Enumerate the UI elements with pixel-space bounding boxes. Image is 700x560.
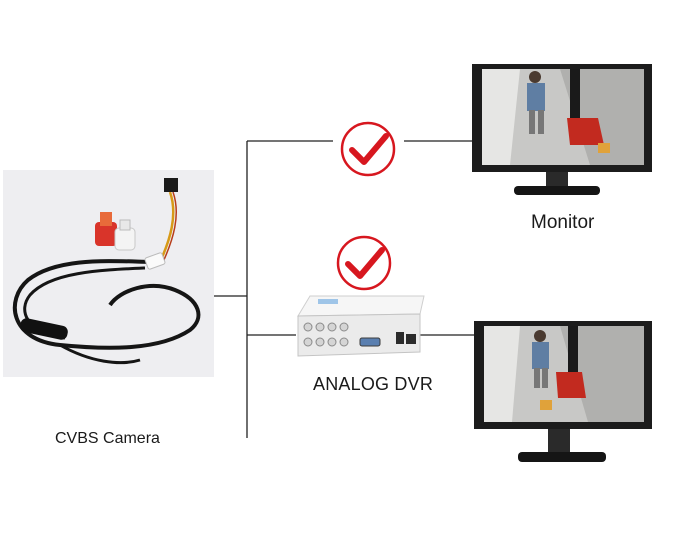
camera-label: CVBS Camera: [55, 430, 160, 447]
connection-lines: [214, 140, 474, 438]
dvr-device: [297, 295, 425, 357]
monitor-label: Monitor: [531, 212, 595, 233]
dvr-label: ANALOG DVR: [313, 374, 434, 394]
monitor-bottom: [474, 321, 652, 462]
camera-photo: [3, 170, 214, 377]
check-circle-icon: [336, 235, 392, 291]
monitor-top: [472, 64, 652, 195]
check-circle-icon: [340, 121, 396, 177]
